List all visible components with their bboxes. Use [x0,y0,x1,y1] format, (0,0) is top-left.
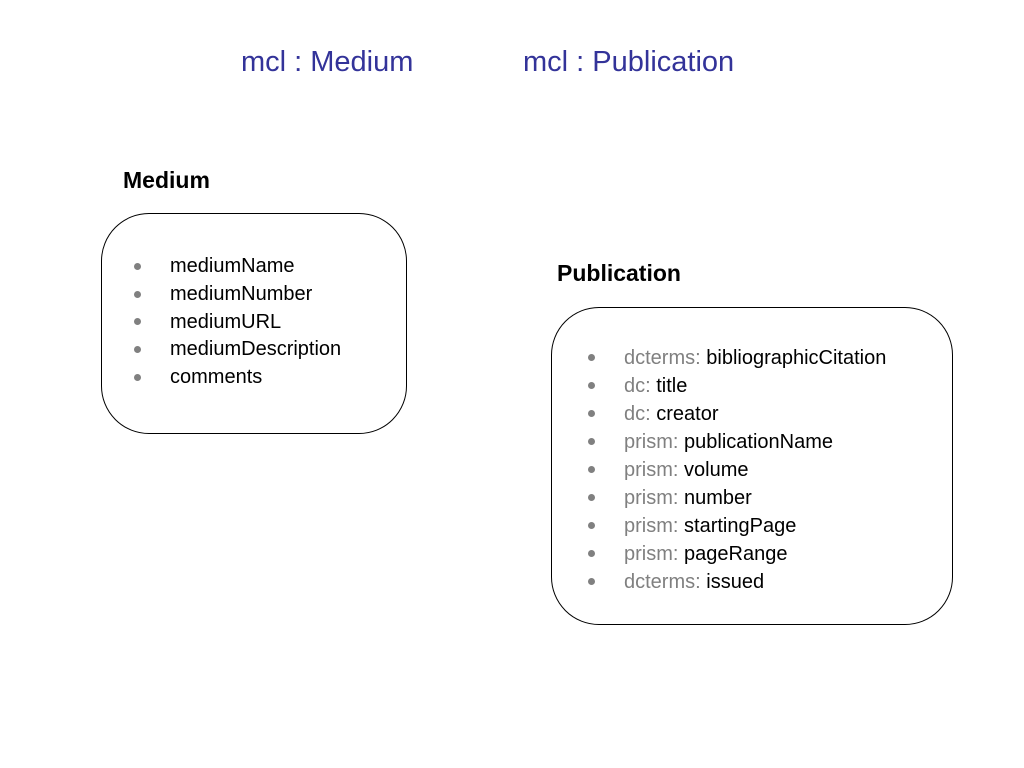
publication-class-heading: Publication [557,260,681,286]
namespace-prefix: dcterms: [624,571,701,593]
bullet-icon [588,522,595,529]
namespace-prefix: dcterms: [624,347,701,369]
medium-attribute-item: mediumURL [132,309,341,337]
namespace-prefix: dc: [624,403,651,425]
publication-attribute-item: prism: number [586,484,886,512]
attribute-name: startingPage [684,515,797,537]
publication-attribute-item: dcterms: bibliographicCitation [586,344,886,372]
publication-attribute-item: dc: creator [586,400,886,428]
medium-class-box: mediumName mediumNumber mediumURL medium… [101,213,407,434]
attribute-name: publicationName [684,431,833,453]
bullet-icon [134,262,141,270]
publication-attribute-item: dcterms: issued [586,568,886,596]
attribute-name: mediumURL [170,310,282,333]
attribute-name: number [684,487,752,509]
namespace-prefix: prism: [624,515,679,537]
bullet-icon [588,438,595,445]
attribute-name: comments [170,366,263,389]
namespace-prefix: prism: [624,487,679,509]
bullet-icon [588,354,595,361]
attribute-name: mediumName [170,255,295,277]
medium-attribute-item: mediumDescription [132,336,341,364]
medium-attribute-item: mediumNumber [132,281,341,309]
namespace-prefix: prism: [624,459,679,481]
publication-class-box: dcterms: bibliographicCitation dc: title… [551,307,953,625]
bullet-icon [134,318,141,326]
title-mcl-medium: mcl : Medium [241,46,414,78]
publication-attribute-item: prism: pageRange [586,540,886,568]
bullet-icon [134,290,141,298]
attribute-name: title [656,375,688,397]
bullet-icon [588,578,595,585]
bullet-icon [588,410,595,417]
bullet-icon [588,382,595,389]
publication-attribute-list: dcterms: bibliographicCitation dc: title… [586,344,886,596]
namespace-prefix: dc: [624,375,651,397]
attribute-name: mediumDescription [170,338,342,361]
attribute-name: volume [684,459,749,481]
medium-attribute-list: mediumName mediumNumber mediumURL medium… [132,253,341,392]
attribute-name: issued [706,571,765,593]
attribute-name: bibliographicCitation [706,347,887,369]
bullet-icon [588,466,595,473]
medium-class-heading: Medium [123,167,210,193]
medium-attribute-item: comments [132,364,341,392]
publication-attribute-item: prism: publicationName [586,428,886,456]
publication-attribute-item: prism: startingPage [586,512,886,540]
bullet-icon [588,550,595,557]
attribute-name: pageRange [684,543,788,565]
bullet-icon [134,346,141,354]
attribute-name: creator [656,403,719,425]
attribute-name: mediumNumber [170,282,313,305]
bullet-icon [134,374,141,382]
title-mcl-publication: mcl : Publication [523,46,735,78]
namespace-prefix: prism: [624,431,679,453]
medium-attribute-item: mediumName [132,253,341,281]
namespace-prefix: prism: [624,543,679,565]
publication-attribute-item: prism: volume [586,456,886,484]
bullet-icon [588,494,595,501]
publication-attribute-item: dc: title [586,372,886,400]
